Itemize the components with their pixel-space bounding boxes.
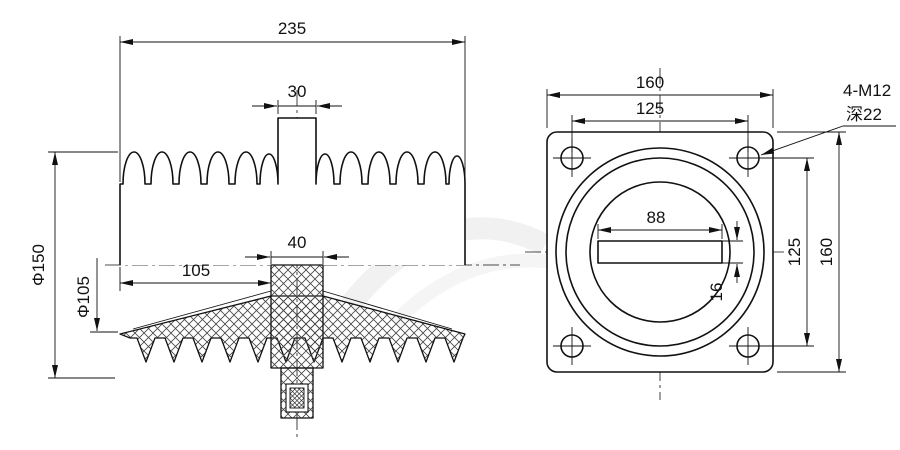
dim-outer-diameter: Φ150 [29, 151, 118, 379]
dim-flange-width-top: 160 [546, 73, 774, 128]
dim-slot-length: 88 [597, 208, 723, 239]
dim-text-outer-diameter: Φ150 [29, 244, 48, 286]
front-view: 160 125 88 16 125 [525, 68, 896, 400]
dim-text-bolt-spacing-h: 125 [636, 99, 664, 118]
side-view: 235 30 40 105 [29, 19, 520, 437]
dim-overall-length: 235 [119, 19, 466, 182]
flange-circle-middle [565, 157, 755, 347]
dim-stem-width: 40 [245, 233, 349, 264]
dim-text-shed-diameter: Φ105 [74, 276, 93, 318]
dim-text-slot-length: 88 [647, 208, 666, 227]
shed-inner-line [322, 290, 453, 330]
bolt-note-text: 4-M12 [843, 81, 891, 100]
center-stem-section [270, 264, 324, 369]
dim-left-section-length: 105 [119, 261, 271, 291]
flange-circle-outer [555, 147, 765, 357]
terminal-nut-inner [289, 387, 305, 409]
bolt-callout: 4-M12 深22 [760, 81, 896, 156]
shed-inner-line [132, 290, 272, 330]
dim-text-bolt-spacing-v: 125 [785, 238, 804, 266]
dim-slot-height: 16 [707, 221, 743, 301]
dim-text-slot-height: 16 [707, 283, 726, 302]
dim-text-terminal-width: 30 [288, 82, 307, 101]
insulator-body-profile [119, 117, 466, 265]
dim-text-left-section-length: 105 [182, 261, 210, 280]
mounting-hole-bottom-left [553, 327, 591, 365]
dim-terminal-width: 30 [252, 82, 342, 114]
dim-flange-height-right: 160 [777, 131, 846, 373]
dim-text-stem-width: 40 [288, 233, 307, 252]
dim-text-flange-width: 160 [636, 73, 664, 92]
dim-text-flange-height: 160 [817, 238, 836, 266]
dim-text-overall-length: 235 [278, 19, 306, 38]
dim-bolt-spacing-top: 125 [571, 99, 749, 152]
dim-bolt-spacing-right: 125 [752, 157, 814, 347]
flange-circle-inner [589, 181, 731, 323]
depth-note-text: 深22 [846, 105, 882, 124]
terminal-slot [597, 240, 723, 264]
dim-shed-diameter: Φ105 [74, 258, 118, 333]
leader-line [760, 125, 844, 156]
